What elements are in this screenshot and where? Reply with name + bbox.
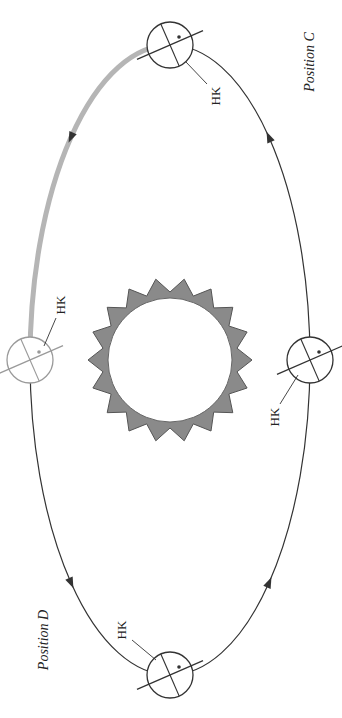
earth-symbols bbox=[0, 22, 342, 698]
hk-label: HK bbox=[267, 406, 282, 429]
leader-lines bbox=[44, 62, 298, 660]
sun-symbol bbox=[88, 279, 252, 441]
orbit-arrows bbox=[65, 131, 274, 589]
orbit-path bbox=[30, 45, 310, 675]
earth-globe bbox=[277, 337, 342, 383]
hk-label: HK bbox=[114, 619, 129, 642]
position-label: Position D bbox=[36, 608, 52, 672]
orbit-arrowhead bbox=[267, 132, 275, 144]
hk-label: HK bbox=[208, 85, 223, 108]
sun-disc bbox=[108, 298, 232, 422]
earth-globe bbox=[137, 22, 203, 68]
orbit-arrowhead bbox=[69, 131, 77, 143]
earth-globe bbox=[0, 337, 63, 383]
position-label: Position C bbox=[302, 30, 318, 94]
sun-rays bbox=[88, 279, 252, 441]
orbit-arrowhead bbox=[65, 577, 73, 589]
earth-globe bbox=[137, 652, 203, 698]
orbit-arrowhead bbox=[263, 577, 271, 589]
hk-label: HK bbox=[53, 294, 68, 317]
